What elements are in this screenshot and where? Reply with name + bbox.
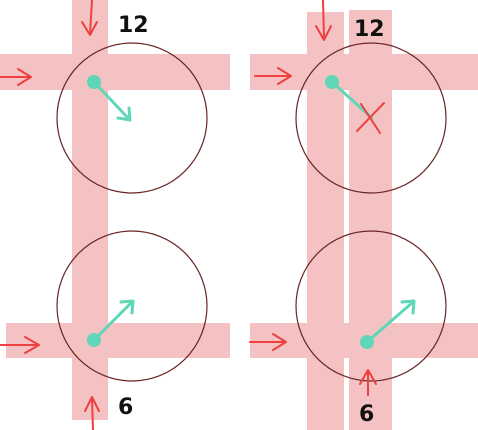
left-bottom-label: 6 xyxy=(118,395,133,420)
right-top-label: 12 xyxy=(354,17,385,42)
left-top-label: 12 xyxy=(118,13,149,38)
right-top-cross-icon xyxy=(356,102,385,134)
left-bottom-horizontal-road xyxy=(6,323,230,358)
right-top-entry-arrow xyxy=(315,0,332,41)
right-side-top-arrow xyxy=(254,67,292,85)
right-bottom-label: 6 xyxy=(359,402,374,427)
left-panel: 12 6 xyxy=(0,0,230,430)
left-top-horizontal-road xyxy=(0,54,230,90)
right-top-horizontal-road xyxy=(250,54,478,90)
left-top-entry-arrow xyxy=(81,0,98,36)
right-bottom-circle xyxy=(295,230,447,382)
left-top-vector xyxy=(87,75,132,122)
right-bottom-vector xyxy=(360,299,416,349)
right-side-bottom-arrow xyxy=(249,333,287,351)
left-top-circle xyxy=(56,42,208,194)
right-bottom-entry-arrow xyxy=(359,369,377,396)
left-side-bottom-arrow xyxy=(0,336,40,354)
left-bottom-vector xyxy=(87,299,135,347)
right-panel: 12 6 xyxy=(249,0,478,430)
left-side-top-arrow xyxy=(0,68,32,86)
left-bottom-entry-arrow xyxy=(84,396,100,430)
right-top-circle xyxy=(295,42,447,194)
left-bottom-circle xyxy=(56,230,208,382)
